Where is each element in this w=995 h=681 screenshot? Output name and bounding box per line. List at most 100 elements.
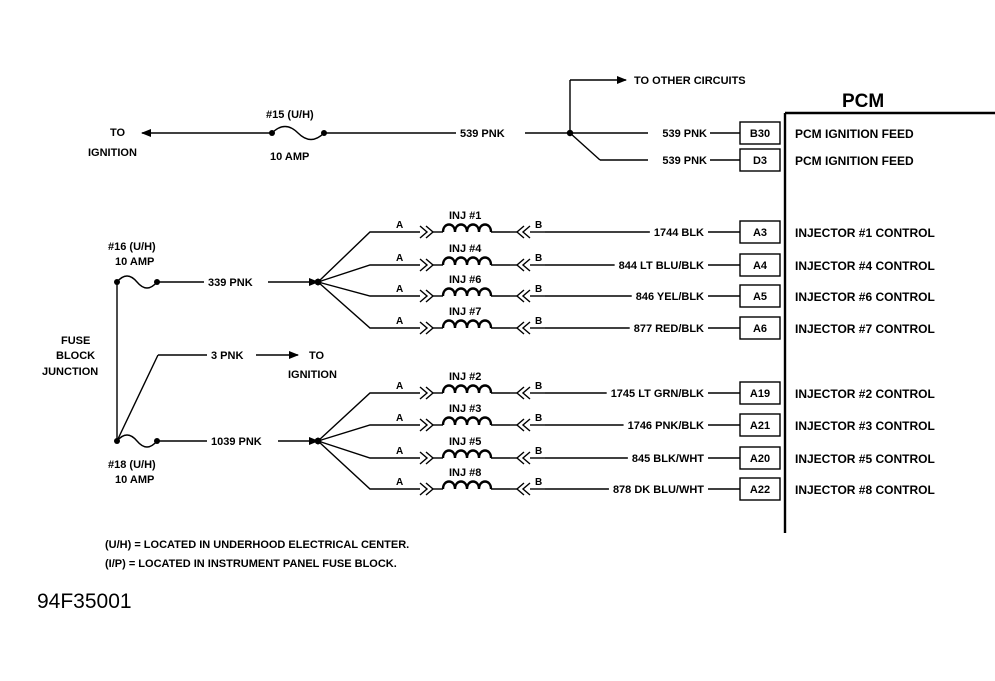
fuse-16-name: #16 (U/H) (108, 241, 156, 253)
injector-label: INJ #3 (449, 403, 481, 415)
fuse-16-symbol (116, 275, 158, 289)
pcm-title: PCM (842, 91, 884, 112)
pcm-pin-label: D3 (753, 155, 767, 167)
connector-b-label: B (535, 477, 542, 488)
pcm-pin-label: A4 (753, 260, 768, 272)
connector-b-label: B (535, 316, 542, 327)
connector-b-symbol (515, 418, 531, 432)
injector-label: INJ #6 (449, 274, 481, 286)
pcm-function-label: INJECTOR #6 CONTROL (795, 290, 935, 304)
pcm-pin-label: A22 (750, 484, 770, 496)
wire-color-label: 845 BLK/WHT (632, 453, 704, 465)
connector-b-symbol (515, 321, 531, 335)
pcm-pin-box (739, 253, 781, 277)
injector-label: INJ #5 (449, 436, 481, 448)
legend-ip: (I/P) = LOCATED IN INSTRUMENT PANEL FUSE… (105, 558, 397, 570)
injector-coil-symbol (441, 384, 493, 394)
pcm-pin-label: A20 (750, 453, 770, 465)
injector-coil-symbol (441, 256, 493, 266)
injector-coil-symbol (441, 416, 493, 426)
pcm-pin-label: A5 (753, 291, 767, 303)
injector-coil-symbol (441, 480, 493, 490)
injector-label: INJ #1 (449, 210, 481, 222)
ignition-feed-circuit: TO IGNITION #15 (U/H) 10 AMP 539 PNK TO … (88, 75, 746, 163)
connector-a-symbol (419, 289, 435, 303)
figure-id: 94F35001 (37, 590, 132, 613)
injector-label: INJ #4 (449, 243, 482, 255)
pcm-pin-label: A21 (750, 420, 770, 432)
connector-a-label: A (396, 316, 403, 327)
lower-bank-wire-label: 1039 PNK (211, 436, 262, 448)
injector-coil-symbol (441, 319, 493, 329)
connector-b-label: B (535, 253, 542, 264)
pcm-pin-box (739, 381, 781, 405)
connector-a-label: A (396, 284, 403, 295)
junction-label-fuse: FUSE (61, 335, 90, 347)
pcm-pin-label: A3 (753, 227, 767, 239)
pcm-pin-label: B30 (750, 128, 770, 140)
pcm-pin-label: A6 (753, 323, 767, 335)
injector-row: A B INJ #4 (314, 243, 542, 286)
injector-coil-symbol (441, 223, 493, 233)
pcm-pin-box (739, 284, 781, 308)
pcm-function-label: PCM IGNITION FEED (795, 127, 914, 141)
connector-b-label: B (535, 446, 542, 457)
wire-color-label: 1746 PNK/BLK (628, 420, 704, 432)
to-ignition-label-top: TO (110, 127, 126, 139)
pcm-terminal-row: 846 YEL/BLK A5 INJECTOR #6 CONTROL (530, 284, 935, 308)
connector-a-label: A (396, 253, 403, 264)
wire-color-label: 539 PNK (662, 128, 707, 140)
pcm-function-label: INJECTOR #8 CONTROL (795, 483, 935, 497)
connector-a-symbol (419, 321, 435, 335)
ign-wire-label: 3 PNK (211, 350, 243, 362)
junction-label-block: BLOCK (56, 350, 95, 362)
injector-coil-symbol (441, 449, 493, 459)
fuse-18-name: #18 (U/H) (108, 459, 156, 471)
legend-uh: (U/H) = LOCATED IN UNDERHOOD ELECTRICAL … (105, 539, 409, 551)
connector-a-label: A (396, 381, 403, 392)
connector-b-label: B (535, 220, 542, 231)
pcm-pin-box (739, 413, 781, 437)
connector-b-symbol (515, 258, 531, 272)
pcm-pin-box (739, 220, 781, 244)
pcm-pin-box (739, 148, 781, 172)
connector-a-label: A (396, 446, 403, 457)
connector-a-symbol (419, 482, 435, 496)
connector-b-symbol (515, 289, 531, 303)
fuse-16-rating: 10 AMP (115, 256, 154, 268)
legend: (U/H) = LOCATED IN UNDERHOOD ELECTRICAL … (105, 539, 409, 570)
injector-row: A B INJ #7 (314, 278, 542, 335)
fuse-15-rating: 10 AMP (270, 151, 309, 163)
fuse-18-rating: 10 AMP (115, 474, 154, 486)
ign-to-label-bottom: IGNITION (288, 369, 337, 381)
fuse-block-junction: FUSE BLOCK JUNCTION #16 (U/H) 10 AMP #18… (42, 241, 337, 486)
connector-a-symbol (419, 258, 435, 272)
pcm-terminal-row: 845 BLK/WHT A20 INJECTOR #5 CONTROL (530, 446, 935, 470)
injector-row: A B INJ #8 (314, 437, 542, 496)
injector-row: A B INJ #5 (314, 436, 542, 465)
connector-a-label: A (396, 413, 403, 424)
wire-color-label: 846 YEL/BLK (636, 291, 704, 303)
wire-color-label: 539 PNK (662, 155, 707, 167)
connector-a-symbol (419, 225, 435, 239)
ign-to-label-top: TO (309, 350, 325, 362)
connector-a-symbol (419, 451, 435, 465)
connector-b-symbol (515, 386, 531, 400)
feed-wire-label: 539 PNK (460, 128, 505, 140)
injector-row: A B INJ #1 (314, 210, 542, 286)
connector-b-label: B (535, 284, 542, 295)
wire-color-label: 877 RED/BLK (634, 323, 704, 335)
pcm-function-label: INJECTOR #1 CONTROL (795, 226, 935, 240)
pcm-function-label: INJECTOR #5 CONTROL (795, 452, 935, 466)
injector-label: INJ #8 (449, 467, 481, 479)
connector-b-label: B (535, 381, 542, 392)
injector-label: INJ #7 (449, 306, 481, 318)
pcm-pin-box (739, 121, 781, 145)
